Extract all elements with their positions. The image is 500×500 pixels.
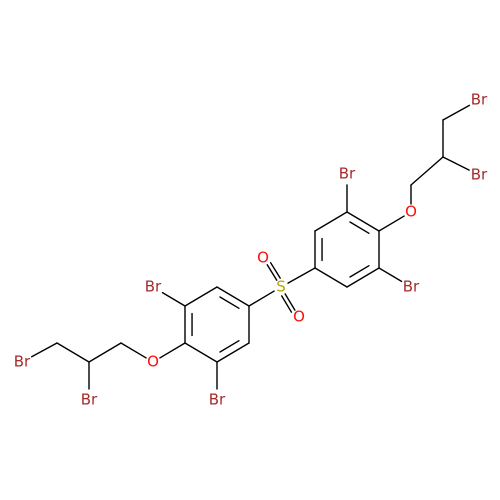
bond-d3-br8 xyxy=(30,342,58,358)
bond-d2-d3 xyxy=(56,342,90,363)
atom-label-o2: O xyxy=(293,308,305,326)
bond-o4-d1 xyxy=(120,342,147,359)
bond-c1-c2 xyxy=(410,156,444,186)
atom-label-br3: Br xyxy=(471,166,488,184)
bond-s1-o2 xyxy=(284,293,296,311)
bond-a5-a6-inner xyxy=(349,265,370,278)
bond-a1-s1 xyxy=(287,267,316,284)
atom-label-br1: Br xyxy=(339,165,356,183)
atom-label-br4: Br xyxy=(471,91,488,109)
bonds-layer xyxy=(30,104,471,390)
atom-label-br2: Br xyxy=(403,278,420,296)
bond-a2-a3 xyxy=(314,211,348,232)
bond-c3-br4 xyxy=(442,104,471,121)
bond-a5-a6 xyxy=(346,267,380,288)
atom-label-br6: Br xyxy=(209,391,226,409)
bond-s1-o1 xyxy=(266,264,278,281)
bond-a6-a1 xyxy=(314,267,348,288)
bond-b1-b2-inner xyxy=(219,296,240,309)
bond-b4-b5 xyxy=(184,342,218,363)
bond-b1-b2 xyxy=(216,286,250,307)
atom-label-o3: O xyxy=(405,203,417,221)
bond-a5-br2 xyxy=(378,267,403,283)
bond-b5-b6 xyxy=(216,342,250,363)
bond-c2-br3 xyxy=(442,156,470,171)
bond-a4-o3 xyxy=(378,215,405,232)
bond-a3-a4-inner xyxy=(349,221,370,234)
bond-a3-a4 xyxy=(346,211,380,232)
bond-b4-o4 xyxy=(159,342,186,359)
atom-label-br8: Br xyxy=(14,353,31,371)
bond-s1-b1 xyxy=(248,290,275,307)
bond-s1-o1-second xyxy=(269,261,281,279)
bond-b3-br5 xyxy=(161,291,186,307)
atom-label-s1: S xyxy=(276,278,286,296)
bond-d1-d2 xyxy=(88,342,122,363)
bond-b5-b6-inner xyxy=(219,340,240,353)
atom-label-o4: O xyxy=(147,353,159,371)
atom-label-br7: Br xyxy=(81,391,98,409)
atom-label-o1: O xyxy=(257,249,269,267)
bond-s1-o2-second xyxy=(280,295,293,313)
atom-label-br5: Br xyxy=(145,278,162,296)
bond-b2-b3 xyxy=(184,286,218,307)
